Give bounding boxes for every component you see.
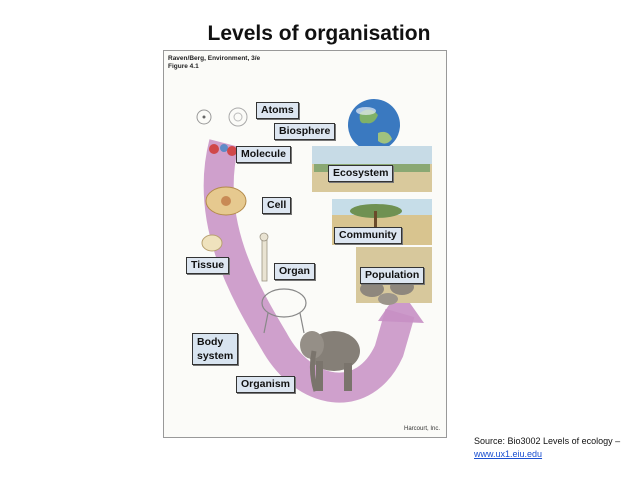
arrow-head [378, 289, 424, 323]
atom-icons [196, 107, 248, 127]
source-link[interactable]: www.ux1.eiu.edu [474, 449, 543, 459]
label-organism: Organism [236, 376, 296, 393]
label-organ: Organ [274, 263, 315, 280]
organ-icon [259, 232, 269, 282]
community-scene [332, 199, 432, 245]
tissue-icon [201, 234, 223, 252]
label-body-system: Body system [192, 333, 239, 365]
slide-title: Levels of organisation [207, 22, 431, 45]
label-community: Community [334, 227, 402, 244]
credit-line-1: Raven/Berg, Environment, 3/e [168, 55, 261, 62]
publisher-credit: Harcourt, Inc. [403, 426, 440, 432]
label-population: Population [360, 267, 425, 284]
label-ecosystem: Ecosystem [328, 165, 394, 182]
cell-icon [205, 186, 247, 216]
elephant-icon [300, 331, 360, 392]
label-atoms: Atoms [256, 102, 299, 119]
earth-icon [348, 99, 400, 151]
skeleton-icon [261, 288, 307, 334]
label-molecule: Molecule [236, 146, 291, 163]
label-biosphere: Biosphere [274, 123, 336, 140]
diagram-artwork [196, 99, 432, 403]
label-cell: Cell [262, 197, 292, 214]
source-text: Source: Bio3002 Levels of ecology – [474, 436, 621, 446]
figure-credit: Raven/Berg, Environment, 3/e Figure 4.1 [168, 55, 260, 71]
label-tissue: Tissue [186, 257, 230, 274]
credit-line-2: Figure 4.1 [168, 63, 199, 70]
source-note: Source: Bio3002 Levels of ecology – www.… [474, 435, 620, 461]
levels-diagram: Raven/Berg, Environment, 3/e Figure 4.1 … [163, 50, 447, 438]
molecule-icon [209, 144, 237, 156]
